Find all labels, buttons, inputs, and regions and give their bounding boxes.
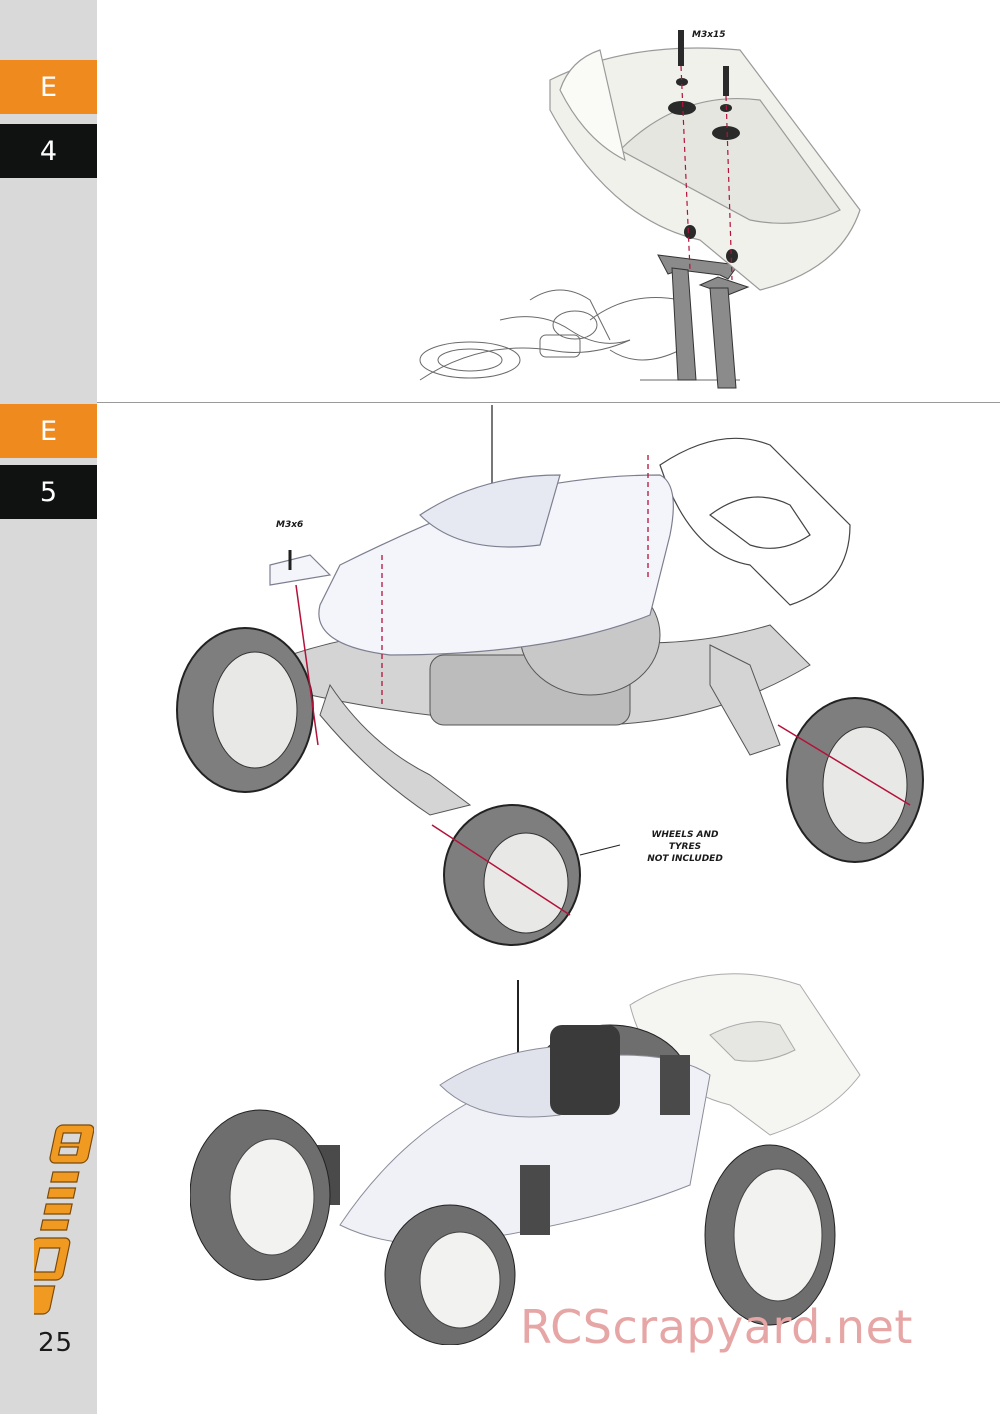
note-line-3: NOT INCLUDED	[647, 854, 723, 864]
step-section-label: E	[39, 415, 58, 447]
wing-mount-illustration	[419, 30, 861, 389]
step-divider	[97, 402, 1000, 403]
step-number-label: 4	[39, 135, 58, 167]
step-section-tab: E	[0, 404, 97, 458]
step-number-label: 5	[39, 476, 58, 508]
step-section-label: E	[39, 71, 58, 103]
sidebar	[0, 0, 97, 1414]
body-mount-illustration	[176, 405, 924, 946]
note-line-2: TYRES	[668, 842, 702, 852]
screw-callout-body: M3x6	[276, 520, 304, 530]
wheels-not-included-note: WHEELS AND TYRES NOT INCLUDED	[630, 829, 740, 865]
brand-logo	[34, 1124, 94, 1315]
step-number-tab: 4	[0, 124, 97, 178]
step-number-tab: 5	[0, 465, 97, 519]
screw-callout-wing: M3x15	[692, 30, 726, 40]
note-line-1: WHEELS AND	[651, 830, 719, 840]
watermark: RCScrapyard.net	[520, 1300, 913, 1354]
step-section-tab: E	[0, 60, 97, 114]
page-number: 25	[38, 1328, 74, 1358]
finished-car-render	[190, 973, 861, 1345]
